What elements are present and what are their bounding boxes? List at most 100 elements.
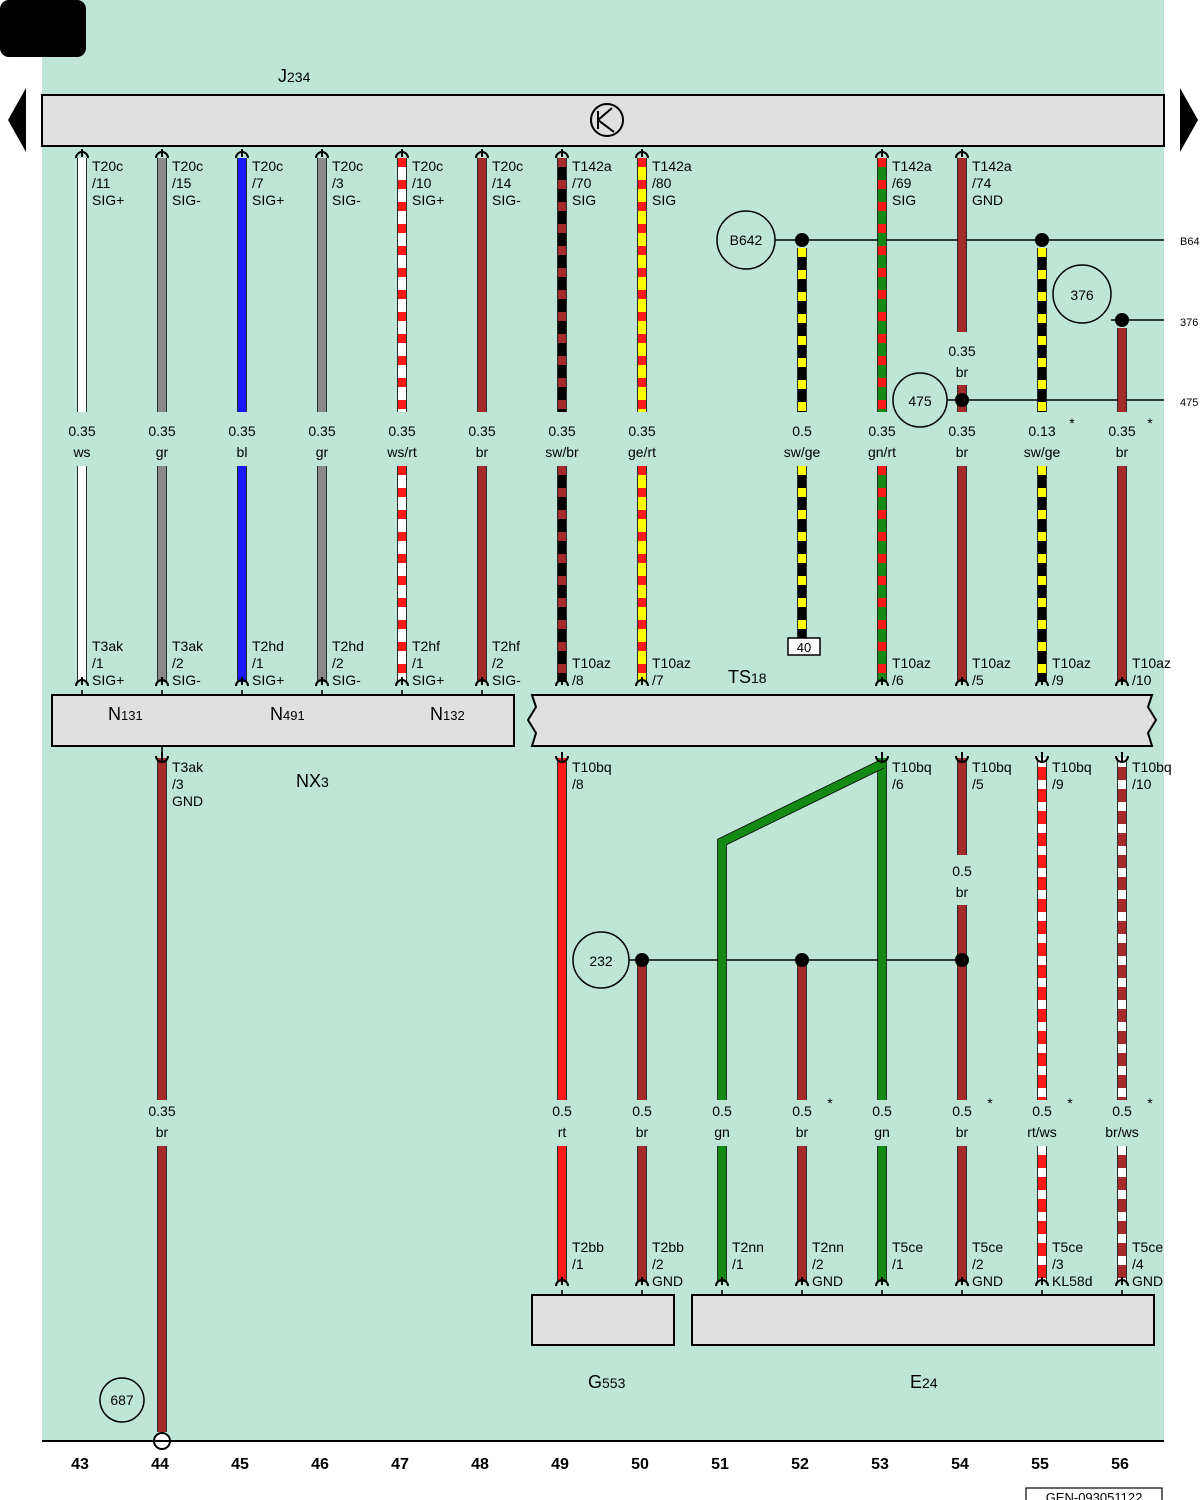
- svg-text:NX3: NX3: [296, 771, 329, 791]
- svg-text:0.35: 0.35: [148, 1103, 175, 1119]
- svg-text:0.5: 0.5: [632, 1103, 652, 1119]
- svg-text:0.5: 0.5: [952, 1103, 972, 1119]
- svg-text:T10az/7: T10az/7: [652, 655, 691, 688]
- svg-text:376: 376: [1070, 287, 1094, 303]
- next-page-arrow-icon[interactable]: [1180, 88, 1198, 152]
- svg-text:sw/ge: sw/ge: [1024, 444, 1061, 460]
- wire-51-core: [718, 760, 884, 1100]
- svg-text:0.5: 0.5: [552, 1103, 572, 1119]
- splice-475: [955, 393, 969, 407]
- svg-text:*: *: [827, 1095, 833, 1111]
- ref-232[interactable]: 232: [572, 931, 630, 989]
- svg-text:687: 687: [110, 1392, 134, 1408]
- svg-text:0.5: 0.5: [792, 423, 812, 439]
- svg-text:56: 56: [1111, 1456, 1129, 1473]
- svg-text:G553: G553: [588, 1372, 626, 1392]
- splice-232-c: [955, 953, 969, 967]
- svg-text:N491: N491: [270, 704, 305, 724]
- svg-text:br: br: [156, 1124, 169, 1140]
- svg-text:T10bq/10: T10bq/10: [1132, 759, 1172, 792]
- ref-40[interactable]: 40: [787, 637, 821, 656]
- diagram-code-id: GEN-093051122: [1025, 1487, 1163, 1500]
- ref-687[interactable]: 687: [99, 1377, 145, 1423]
- svg-text:0.35: 0.35: [868, 423, 895, 439]
- svg-text:55: 55: [1031, 1456, 1049, 1473]
- svg-text:br: br: [636, 1124, 649, 1140]
- svg-text:0.35: 0.35: [948, 423, 975, 439]
- svg-text:0.35: 0.35: [1108, 423, 1135, 439]
- svg-text:GEN-093051122: GEN-093051122: [1046, 1490, 1143, 1500]
- e24-box: [691, 1294, 1155, 1346]
- svg-text:0.35: 0.35: [68, 423, 95, 439]
- svg-text:T2bb/1: T2bb/1: [572, 1239, 604, 1272]
- g553-label: G553: [588, 1372, 626, 1392]
- svg-text:0.35: 0.35: [468, 423, 495, 439]
- n131-label: N131: [108, 704, 143, 724]
- svg-text:br: br: [956, 884, 969, 900]
- svg-text:TS18: TS18: [728, 667, 767, 687]
- svg-text:0.5: 0.5: [1032, 1103, 1052, 1119]
- prev-page-arrow-icon[interactable]: [8, 88, 26, 152]
- splice-b642-b: [1035, 233, 1049, 247]
- svg-text:sw/br: sw/br: [545, 444, 579, 460]
- j234-box: [41, 94, 1165, 147]
- g553-box: [531, 1294, 675, 1346]
- svg-text:ge/rt: ge/rt: [628, 444, 656, 460]
- svg-text:T10az/9: T10az/9: [1052, 655, 1091, 688]
- edge-label-475: 475: [1180, 397, 1198, 409]
- svg-text:N132: N132: [430, 704, 465, 724]
- svg-text:0.35: 0.35: [228, 423, 255, 439]
- svg-text:B642: B642: [730, 232, 763, 248]
- svg-text:rt/ws: rt/ws: [1027, 1124, 1057, 1140]
- svg-text:br/ws: br/ws: [1105, 1124, 1138, 1140]
- splice-b642-a: [795, 233, 809, 247]
- svg-text:E24: E24: [910, 1372, 938, 1392]
- svg-text:gr: gr: [156, 444, 169, 460]
- svg-text:T10az/5: T10az/5: [972, 655, 1011, 688]
- wires: [77, 158, 1164, 1432]
- svg-text:T10az/8: T10az/8: [572, 655, 611, 688]
- splice-232-b: [795, 953, 809, 967]
- splice-376: [1115, 313, 1129, 327]
- svg-text:49: 49: [551, 1456, 569, 1473]
- svg-text:0.35: 0.35: [548, 423, 575, 439]
- ref-376[interactable]: 376: [1052, 264, 1112, 324]
- svg-text:46: 46: [311, 1456, 329, 1473]
- svg-text:0.5: 0.5: [712, 1103, 732, 1119]
- svg-text:T10bq/5: T10bq/5: [972, 759, 1012, 792]
- svg-text:br: br: [956, 364, 969, 380]
- svg-text:br: br: [796, 1124, 809, 1140]
- transistor-icon: [590, 103, 624, 137]
- svg-text:*: *: [1069, 415, 1075, 431]
- svg-text:52: 52: [791, 1456, 809, 1473]
- svg-text:40: 40: [797, 640, 811, 655]
- edge-label-376: 376: [1180, 317, 1198, 329]
- svg-text:gn: gn: [874, 1124, 890, 1140]
- svg-text:232: 232: [589, 953, 613, 969]
- svg-text:T10az/10: T10az/10: [1132, 655, 1171, 688]
- svg-text:54: 54: [951, 1456, 969, 1473]
- svg-text:44: 44: [151, 1456, 169, 1473]
- ref-475[interactable]: 475: [892, 372, 948, 428]
- svg-text:475: 475: [908, 393, 932, 409]
- svg-text:ws/rt: ws/rt: [386, 444, 417, 460]
- ref-b642[interactable]: B642: [716, 210, 776, 270]
- edge-label-b642: B64: [1180, 236, 1200, 248]
- svg-text:rt: rt: [558, 1124, 567, 1140]
